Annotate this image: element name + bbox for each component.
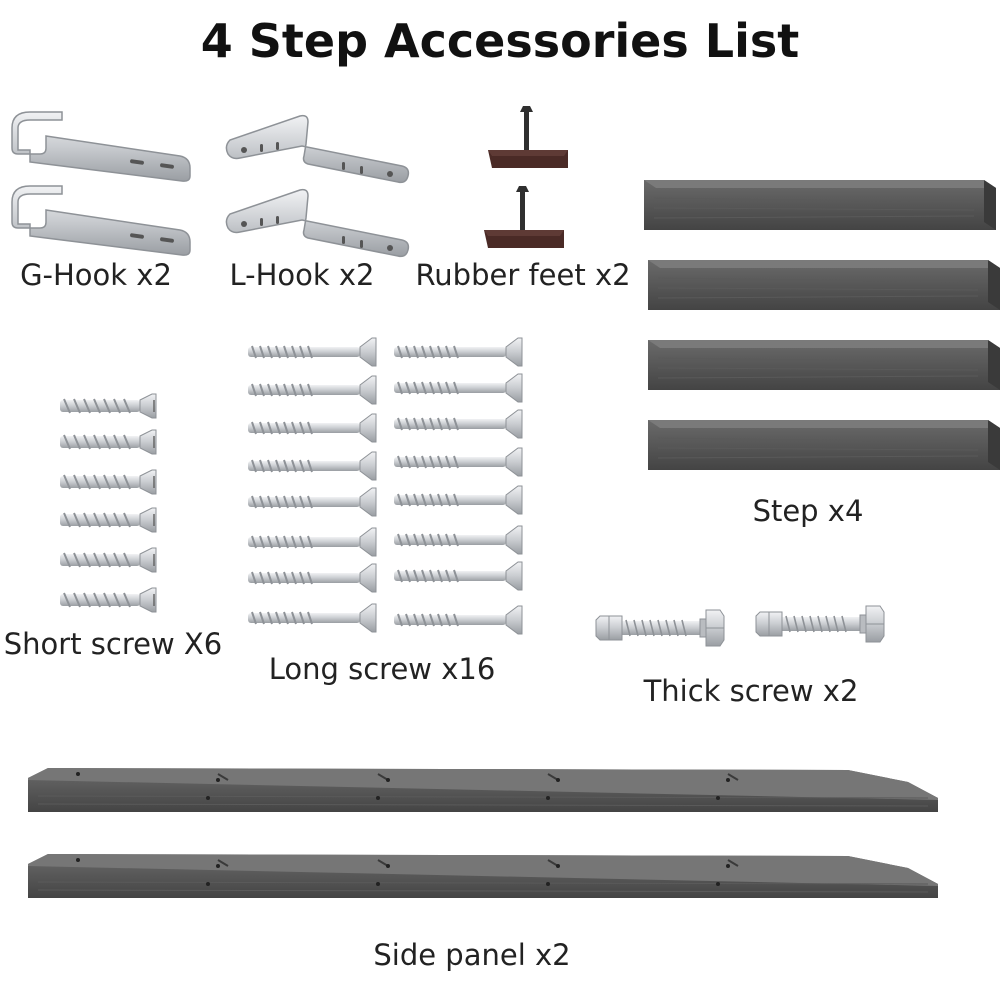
short-screw-label: Short screw X6 <box>3 627 223 661</box>
long-screw-icon <box>247 337 523 635</box>
side-panel-label: Side panel x2 <box>373 938 571 972</box>
bolt-nut-icon <box>595 605 885 647</box>
rubber-foot-icon <box>484 106 568 248</box>
l-hook-label: L-Hook x2 <box>229 258 375 292</box>
short-screw-icon <box>59 393 157 613</box>
step-board-icon <box>643 179 1000 471</box>
side-panel-icon <box>27 767 939 899</box>
page-title: 4 Step Accessories List <box>200 14 800 68</box>
thick-screw-label: Thick screw x2 <box>643 674 859 708</box>
g-hook-icon <box>11 111 191 256</box>
l-hook-icon <box>225 114 410 258</box>
rubber-feet-label: Rubber feet x2 <box>415 258 631 292</box>
long-screw-label: Long screw x16 <box>268 652 496 686</box>
g-hook-label: G-Hook x2 <box>20 258 172 292</box>
step-label: Step x4 <box>752 494 864 528</box>
